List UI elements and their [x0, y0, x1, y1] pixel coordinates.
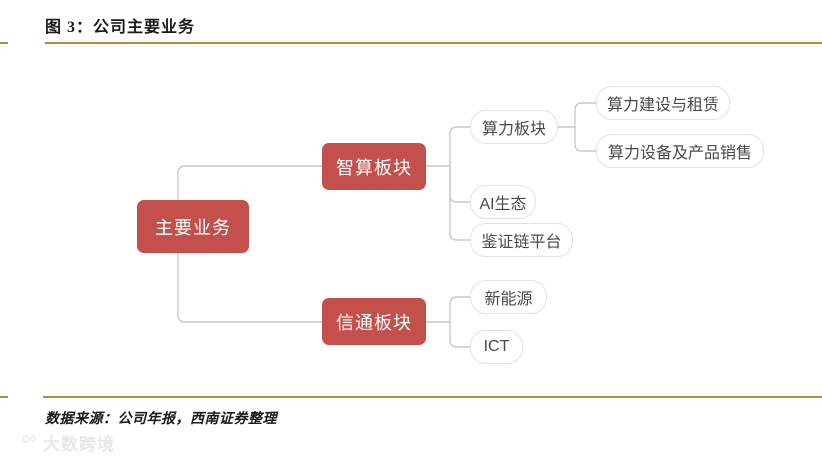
watermark-label: 大数跨境 — [43, 435, 115, 454]
node-main-business[interactable]: 主要业务 — [137, 200, 249, 253]
node-computing-equipment-product-sales[interactable]: 算力设备及产品销售 — [596, 134, 764, 168]
connector-suanli-to-build — [574, 102, 596, 127]
node-xintong-segment[interactable]: 信通板块 — [322, 298, 426, 345]
source-note: 数据来源：公司年报，西南证券整理 — [45, 412, 277, 427]
node-computing-power-segment[interactable]: 算力板块 — [470, 110, 558, 144]
connector-zhisuan-to-suanli — [449, 126, 470, 166]
business-structure-diagram: 主要业务 智算板块 信通板块 算力板块 AI生态 鉴证链平台 算力建设与租赁 算… — [0, 55, 822, 390]
source-divider-edge-stub — [0, 396, 8, 398]
title-divider-rule — [45, 42, 822, 44]
connector-zhisuan-to-aieco — [449, 166, 470, 203]
connector-suanli-to-sales — [574, 127, 596, 152]
connector-lines — [137, 102, 596, 348]
connector-xintong-to-newegy — [449, 296, 470, 322]
connector-zhisuan-to-jzlink — [449, 166, 470, 241]
source-divider-rule — [43, 396, 822, 398]
node-computing-construction-leasing[interactable]: 算力建设与租赁 — [596, 86, 730, 120]
node-zhisuan-segment[interactable]: 智算板块 — [322, 143, 426, 190]
watermark: 大数跨境 — [8, 430, 115, 455]
node-ai-ecosystem[interactable]: AI生态 — [470, 185, 536, 219]
lens-logo-icon — [13, 434, 37, 451]
title-divider-edge-stub — [0, 42, 8, 44]
node-ict[interactable]: ICT — [470, 330, 523, 364]
connector-root-to-xintong — [177, 227, 322, 323]
page-title: 图 3：公司主要业务 — [45, 19, 196, 36]
connector-root-to-zhisuan — [177, 165, 322, 227]
node-new-energy[interactable]: 新能源 — [470, 280, 547, 314]
node-attestation-chain-platform[interactable]: 鉴证链平台 — [470, 223, 573, 257]
connector-xintong-to-ict — [449, 322, 470, 348]
